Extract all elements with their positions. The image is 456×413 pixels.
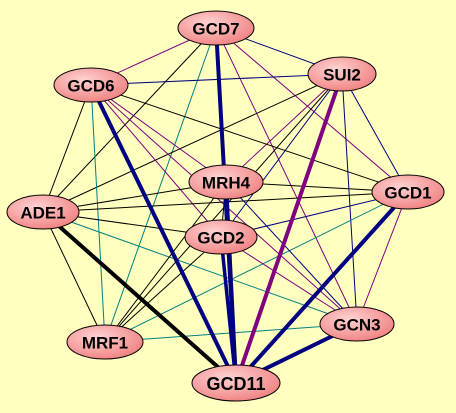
- node-ellipse[interactable]: [184, 219, 258, 255]
- node-label: GCD1: [384, 184, 431, 203]
- node-gcd1[interactable]: GCD1: [371, 174, 445, 210]
- edge-sui2-gcd11: [234, 72, 344, 385]
- edge-sui2-gcd6: [90, 73, 343, 86]
- edge-ade1-mrf1: [42, 211, 106, 343]
- node-gcd2[interactable]: GCD2: [184, 219, 258, 255]
- node-ellipse[interactable]: [191, 364, 281, 402]
- edge-gcd6-gcd1: [90, 84, 409, 193]
- node-gcd11[interactable]: GCD11: [191, 364, 281, 402]
- edge-gcd7-gcd1: [215, 27, 409, 193]
- edge-mrh4-gcd11: [224, 180, 238, 385]
- node-ade1[interactable]: ADE1: [6, 194, 80, 230]
- edge-gcd2-mrf1: [104, 236, 222, 343]
- node-ellipse[interactable]: [371, 174, 445, 210]
- node-label: MRF1: [82, 334, 128, 353]
- edge-mrh4-mrf1: [104, 181, 227, 343]
- edge-sui2-ade1: [42, 73, 343, 213]
- edge-gcd1-mrf1: [104, 191, 409, 343]
- edge-sui2-gcd1: [341, 73, 409, 193]
- node-gcd6[interactable]: GCD6: [53, 67, 129, 103]
- edge-gcd6-mrh4: [90, 84, 227, 183]
- node-ellipse[interactable]: [177, 10, 255, 46]
- edge-ade1-gcd11: [41, 210, 238, 385]
- node-label: SUI2: [323, 66, 361, 85]
- edge-mrh4-gcn3: [225, 181, 358, 325]
- edge-gcd6-gcd2: [90, 84, 222, 238]
- node-label: GCN3: [333, 316, 380, 335]
- node-ellipse[interactable]: [307, 56, 377, 92]
- node-label: GCD11: [206, 374, 265, 394]
- edge-gcd1-gcn3: [356, 191, 409, 325]
- node-layer: GCD7SUI2GCD6MRH4GCD1ADE1GCD2GCN3MRF1GCD1…: [6, 10, 445, 402]
- edge-layer: [41, 26, 410, 385]
- node-label: GCD2: [197, 229, 244, 248]
- edge-gcd2-gcn3: [220, 236, 358, 325]
- node-sui2[interactable]: SUI2: [307, 56, 377, 92]
- node-ellipse[interactable]: [6, 194, 80, 230]
- node-gcn3[interactable]: GCN3: [319, 306, 395, 342]
- edge-gcd6-gcd11: [89, 83, 238, 385]
- edge-gcd1-gcd11: [234, 190, 410, 385]
- node-label: GCD7: [192, 20, 239, 39]
- edge-sui2-gcd2: [220, 73, 343, 238]
- edge-sui2-gcn3: [341, 73, 358, 325]
- node-ellipse[interactable]: [188, 164, 264, 200]
- edge-sui2-mrh4: [225, 73, 343, 183]
- node-ellipse[interactable]: [319, 306, 395, 342]
- node-gcd7[interactable]: GCD7: [177, 10, 255, 46]
- node-label: ADE1: [20, 204, 65, 223]
- node-ellipse[interactable]: [66, 324, 144, 360]
- edge-gcd6-mrf1: [90, 84, 106, 343]
- node-mrh4[interactable]: MRH4: [188, 164, 264, 200]
- node-label: GCD6: [67, 77, 114, 96]
- node-ellipse[interactable]: [53, 67, 129, 103]
- node-mrf1[interactable]: MRF1: [66, 324, 144, 360]
- edge-gcd6-ade1: [42, 84, 92, 213]
- node-label: MRH4: [202, 174, 251, 193]
